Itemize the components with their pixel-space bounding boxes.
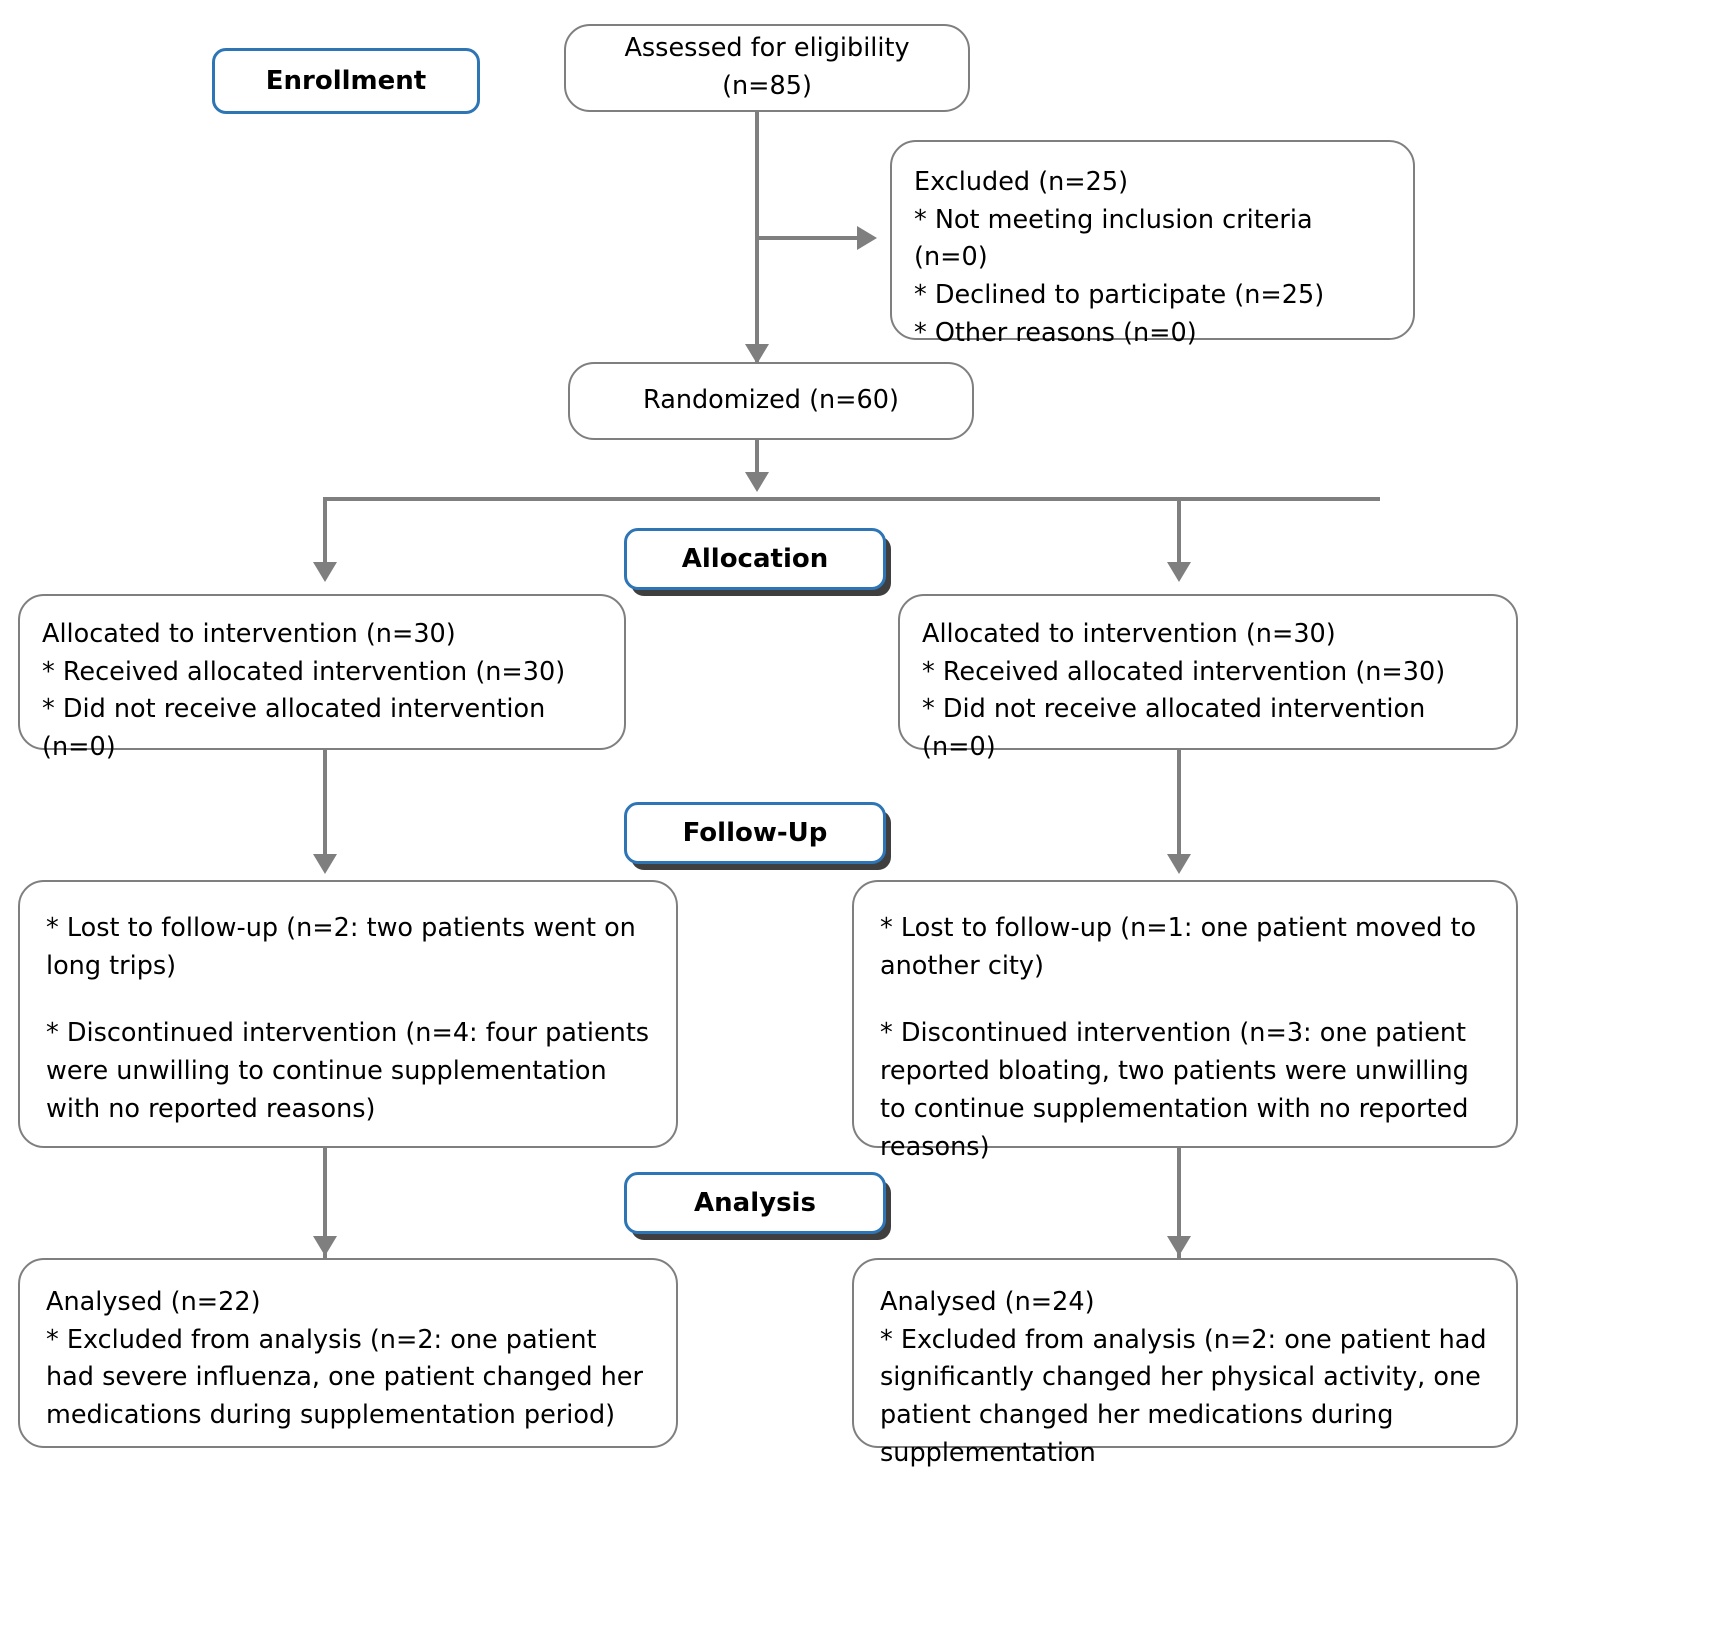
followup-right-lost: * Lost to follow-up (n=1: one patient mo…: [880, 913, 1477, 981]
analysis-right-analysed: Analysed (n=24): [880, 1287, 1095, 1317]
stage-label-enrollment-text: Enrollment: [265, 66, 427, 96]
connector-to-excluded: [757, 236, 857, 240]
stage-label-analysis-text: Analysis: [694, 1188, 816, 1218]
connector-followup-right-to-analysis: [1177, 1148, 1181, 1258]
arrow-into-analysis-left: [313, 1236, 337, 1256]
excluded-line-2: * Declined to participate (n=25): [914, 280, 1325, 311]
analysis-left-excluded: * Excluded from analysis (n=2: one patie…: [46, 1324, 643, 1431]
stage-label-enrollment: Enrollment: [212, 48, 480, 114]
stage-label-followup-text: Follow-Up: [682, 818, 828, 848]
analysis-right-excluded: * Excluded from analysis (n=2: one patie…: [880, 1324, 1487, 1468]
node-followup-left: * Lost to follow-up (n=2: two patients w…: [18, 880, 678, 1148]
connector-allocation-left-down: [323, 497, 327, 579]
arrow-into-followup-right: [1167, 854, 1191, 874]
node-followup-right: * Lost to follow-up (n=1: one patient mo…: [852, 880, 1518, 1162]
connector-allocation-left-to-followup: [323, 750, 327, 868]
connector-allocation-right-to-followup: [1177, 750, 1181, 868]
arrow-into-excluded: [857, 226, 877, 250]
node-allocation-left: Allocated to intervention (n=30) * Recei…: [18, 594, 626, 762]
connector-allocation-right-down: [1177, 497, 1181, 579]
arrow-into-analysis-right: [1167, 1236, 1191, 1256]
stage-label-allocation-text: Allocation: [681, 544, 829, 574]
allocation-left-line-3: * Did not receive allocated intervention…: [42, 694, 546, 763]
stage-label-followup: Follow-Up: [624, 802, 886, 864]
allocation-left-line-1: Allocated to intervention (n=30): [42, 619, 456, 649]
followup-left-discontinued: * Discontinued intervention (n=4: four p…: [46, 1018, 650, 1124]
excluded-line-3: * Other reasons (n=0): [914, 317, 1197, 348]
node-analysis-right: Analysed (n=24) * Excluded from analysis…: [852, 1258, 1518, 1468]
node-allocation-right: Allocated to intervention (n=30) * Recei…: [898, 594, 1518, 762]
arrow-into-randomized: [745, 344, 769, 364]
connector-randomized-down: [755, 440, 759, 486]
analysis-left-analysed: Analysed (n=22): [46, 1287, 261, 1317]
node-assessed-for-eligibility: Assessed for eligibility (n=85): [564, 24, 970, 112]
excluded-heading: Excluded (n=25): [914, 167, 1129, 197]
stage-label-allocation: Allocation: [624, 528, 886, 590]
node-analysis-left: Analysed (n=22) * Excluded from analysis…: [18, 1258, 678, 1448]
arrow-into-allocation-right: [1167, 562, 1191, 582]
node-excluded: Excluded (n=25) * Not meeting inclusion …: [890, 140, 1415, 348]
stage-label-analysis: Analysis: [624, 1172, 886, 1234]
allocation-right-line-1: Allocated to intervention (n=30): [922, 619, 1336, 649]
arrow-randomized-split: [745, 472, 769, 492]
assessed-text: Assessed for eligibility (n=85): [624, 33, 910, 101]
allocation-right-line-3: * Did not receive allocated intervention…: [922, 694, 1426, 763]
randomized-text: Randomized (n=60): [643, 385, 899, 416]
allocation-split-bus: [325, 497, 1380, 501]
arrow-into-followup-left: [313, 854, 337, 874]
allocation-left-line-2: * Received allocated intervention (n=30): [42, 656, 566, 687]
followup-right-discontinued: * Discontinued intervention (n=3: one pa…: [880, 1018, 1469, 1162]
node-randomized: Randomized (n=60): [568, 362, 974, 440]
allocation-right-line-2: * Received allocated intervention (n=30): [922, 656, 1446, 687]
arrow-into-allocation-left: [313, 562, 337, 582]
followup-left-lost: * Lost to follow-up (n=2: two patients w…: [46, 913, 636, 981]
excluded-line-1: * Not meeting inclusion criteria (n=0): [914, 204, 1313, 273]
connector-followup-left-to-analysis: [323, 1148, 327, 1258]
